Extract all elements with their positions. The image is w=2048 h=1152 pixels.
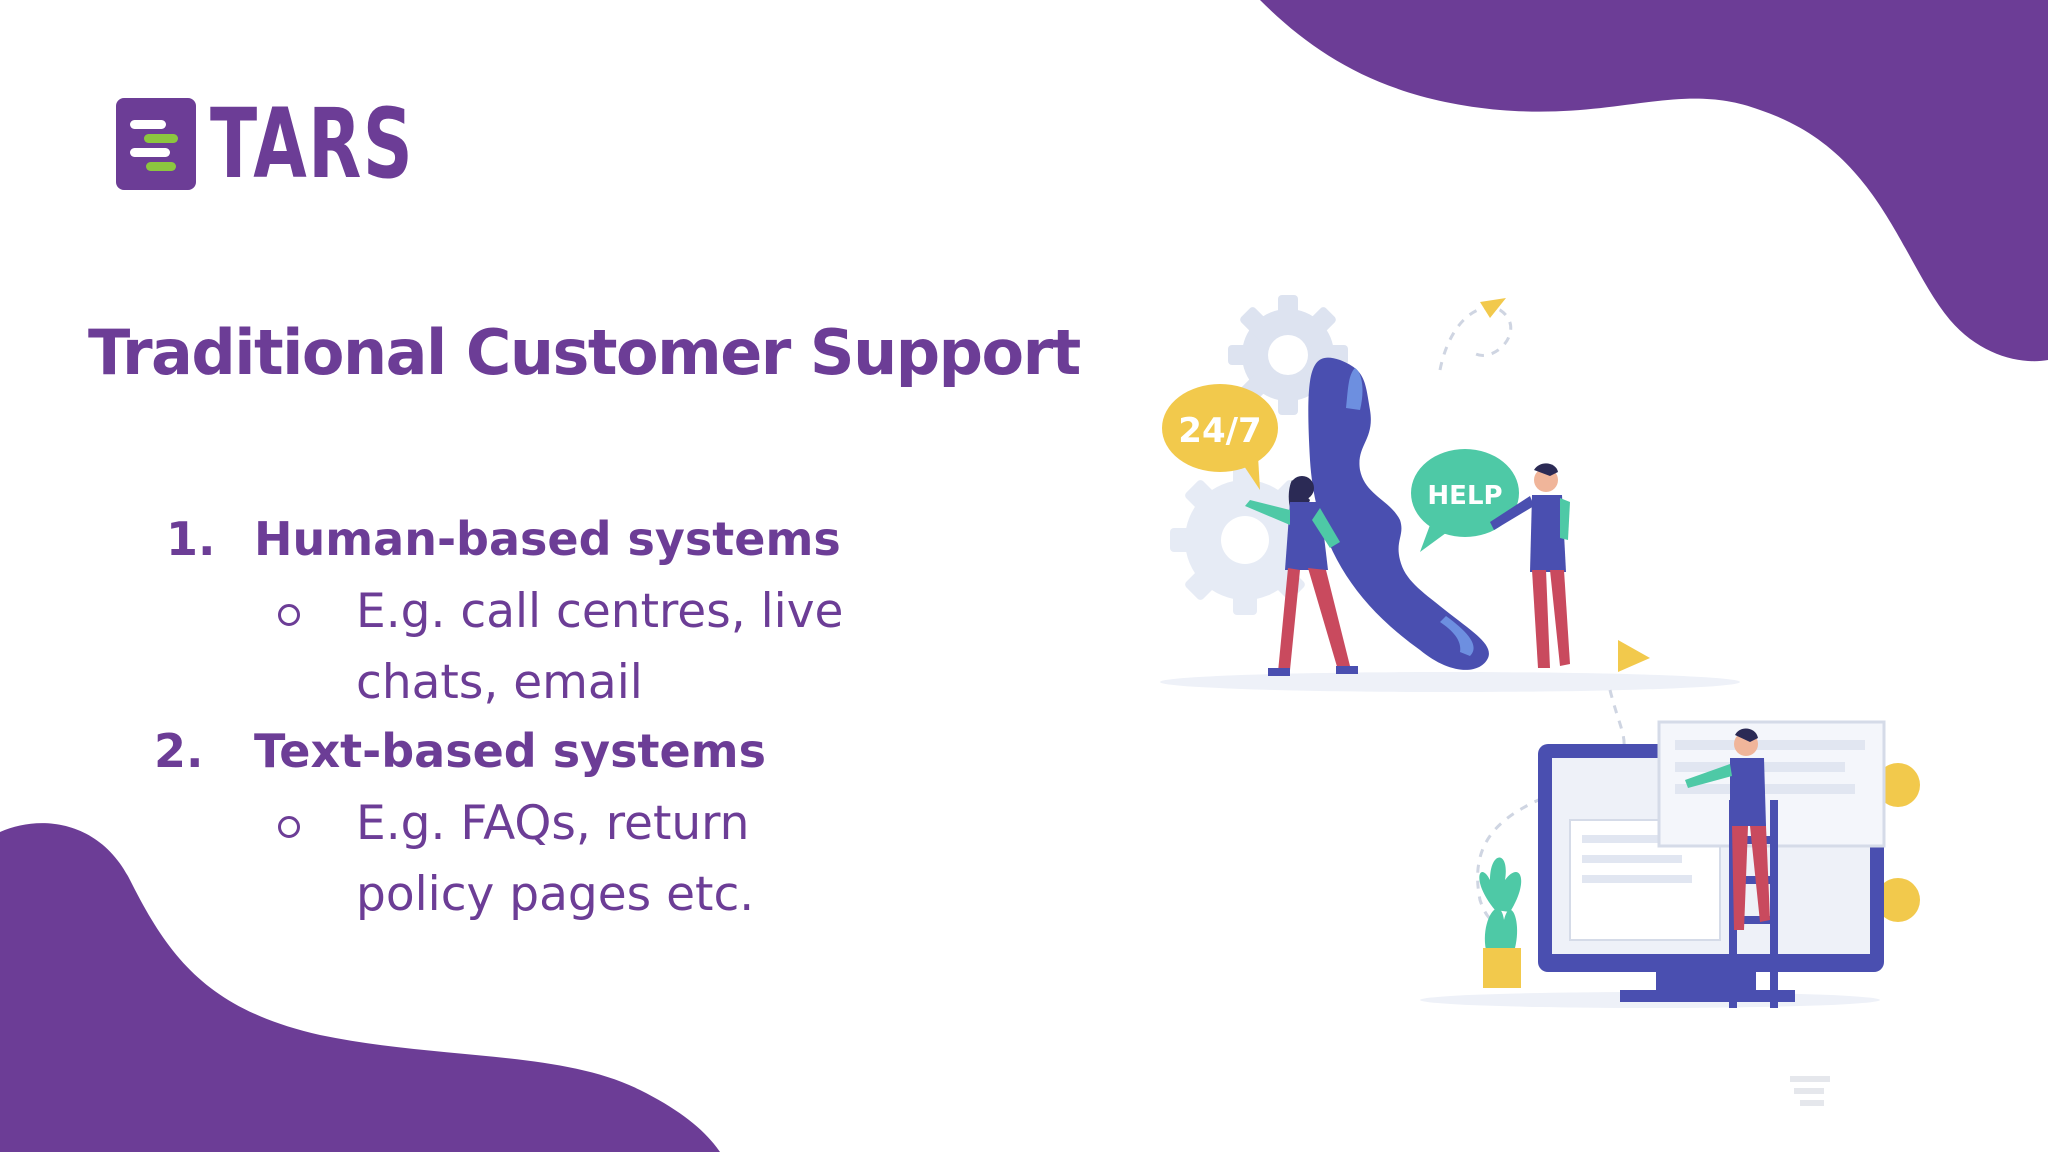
man-on-ladder-figure (1685, 728, 1770, 930)
logo-mark-icon (116, 98, 196, 190)
watermark-icon (1790, 1076, 1830, 1106)
bubble-help-label: HELP (1427, 481, 1502, 511)
support-types-list: 1. Human-based systems E.g. call centres… (0, 0, 960, 1152)
top-right-decorative-blob (1260, 0, 2048, 362)
list-subtext-line: E.g. FAQs, return (356, 796, 750, 851)
phone-handset-icon (1308, 357, 1489, 670)
chat-bubble-icon: 24/7 (1162, 384, 1278, 490)
list-subtext-line: E.g. call centres, live (356, 584, 844, 639)
logo-wordmark: TARS (210, 88, 415, 200)
gear-icon (1876, 763, 1920, 922)
list-heading: Text-based systems (254, 724, 766, 778)
sub-bullet-icon (278, 604, 300, 626)
list-heading: Human-based systems (254, 512, 841, 566)
slide-title: Traditional Customer Support (88, 316, 1081, 389)
list-subtext-line: chats, email (356, 655, 643, 710)
list-subtext-line: policy pages etc. (356, 867, 755, 922)
bottom-left-decorative-blob (0, 823, 720, 1152)
list-number: 2. (154, 724, 204, 778)
customer-support-illustration: 24/7 HELP (1160, 295, 1920, 1106)
tars-logo: TARS (116, 96, 493, 192)
woman-figure (1245, 476, 1358, 676)
chat-bubble-icon: HELP (1411, 449, 1519, 552)
man-figure (1490, 463, 1570, 668)
sub-bullet-icon (278, 816, 300, 838)
bubble-247-label: 24/7 (1178, 411, 1261, 451)
plant-icon (1479, 857, 1522, 988)
list-number: 1. (166, 512, 216, 566)
monitor-icon (1538, 720, 1886, 1002)
